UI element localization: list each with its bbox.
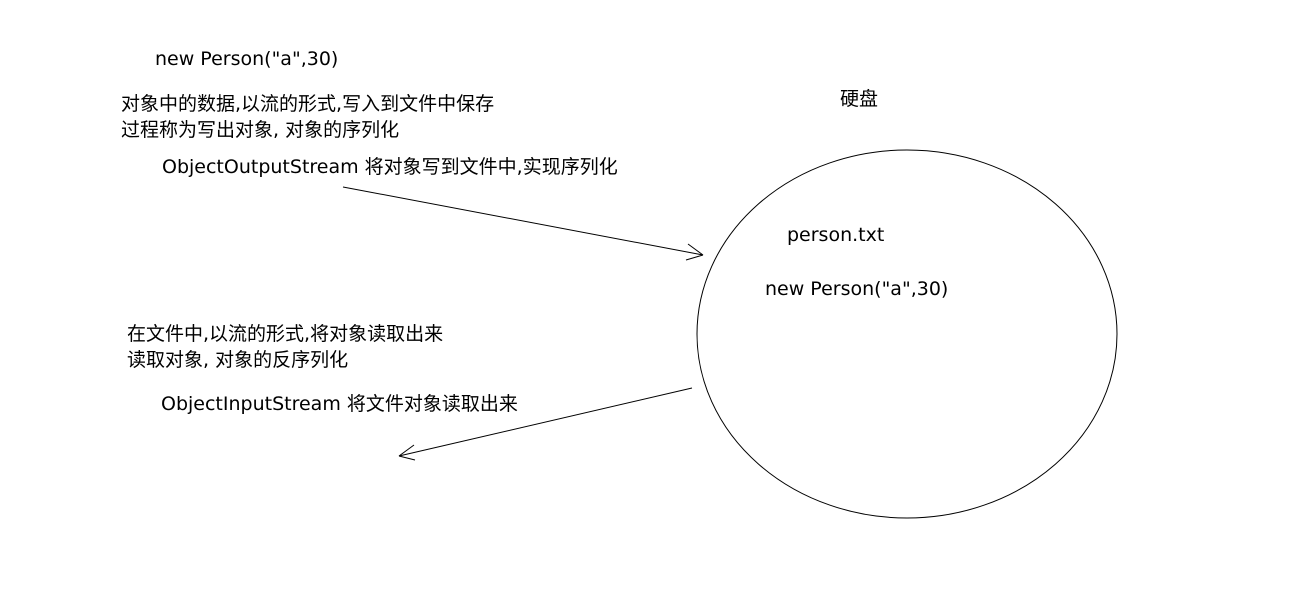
serialize-description-line1: 对象中的数据,以流的形式,写入到文件中保存	[121, 93, 495, 115]
hard-disk-label: 硬盘	[840, 88, 879, 110]
object-input-stream-label: ObjectInputStream 将文件对象读取出来	[161, 393, 518, 415]
serialize-arrow	[342, 186, 704, 261]
deserialize-description-line1: 在文件中,以流的形式,将对象读取出来	[127, 323, 444, 345]
serialize-description-line2: 过程称为写出对象, 对象的序列化	[121, 119, 400, 141]
deserialize-arrowhead-upper	[398, 444, 415, 457]
file-name-label: person.txt	[787, 224, 885, 246]
serialize-arrowhead-upper	[687, 243, 704, 256]
hard-disk-circle	[696, 149, 1118, 519]
serialize-object-label: new Person("a",30)	[155, 48, 339, 70]
deserialize-description-line2: 读取对象, 对象的反序列化	[127, 349, 349, 371]
serialize-arrowhead-lower	[685, 254, 704, 261]
object-output-stream-label: ObjectOutputStream 将对象写到文件中,实现序列化	[162, 156, 618, 178]
deserialize-arrowhead-lower	[398, 455, 416, 461]
stored-object-label: new Person("a",30)	[765, 278, 949, 300]
deserialize-arrow	[398, 387, 693, 461]
